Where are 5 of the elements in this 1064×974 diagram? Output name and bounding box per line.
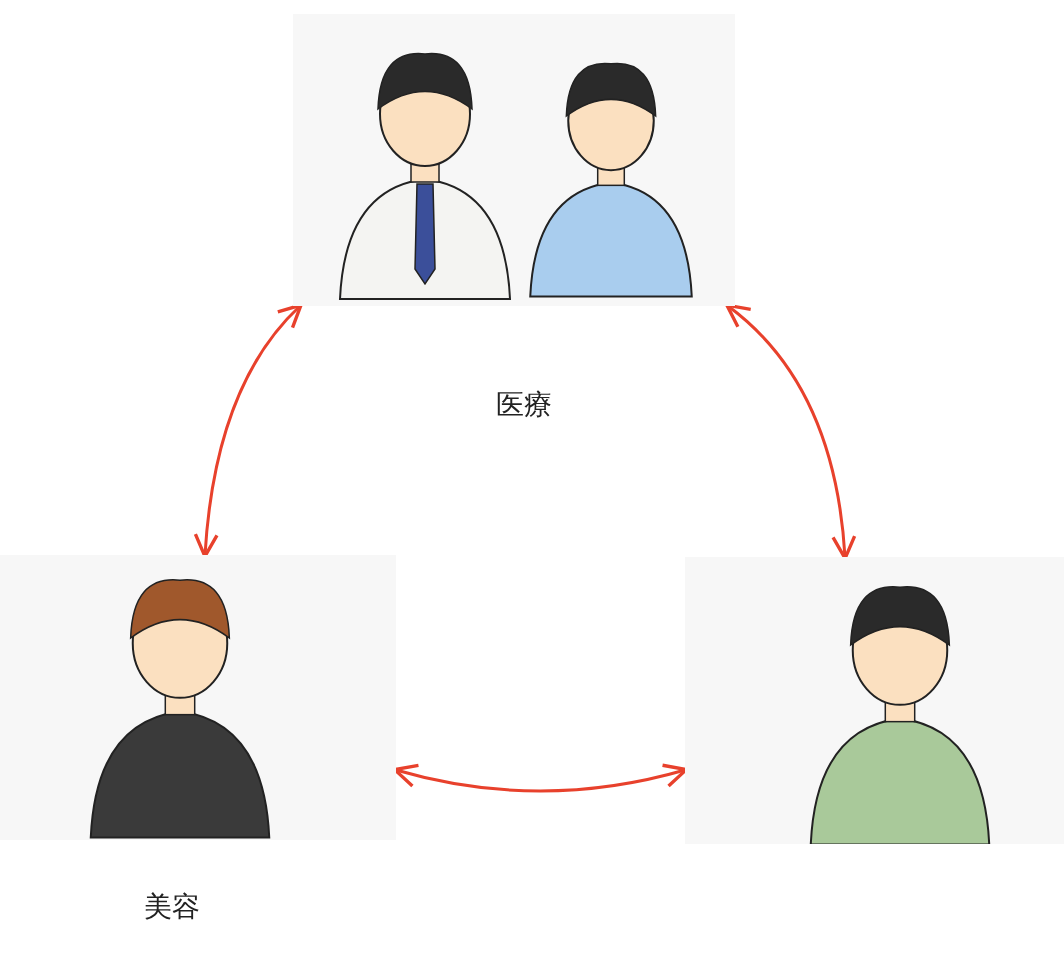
node-label: 美容 [144,890,200,924]
picture-panel [293,14,735,306]
picture-panel [0,555,396,840]
picture-panel [685,557,1064,844]
node-label: 医療 [496,388,552,422]
